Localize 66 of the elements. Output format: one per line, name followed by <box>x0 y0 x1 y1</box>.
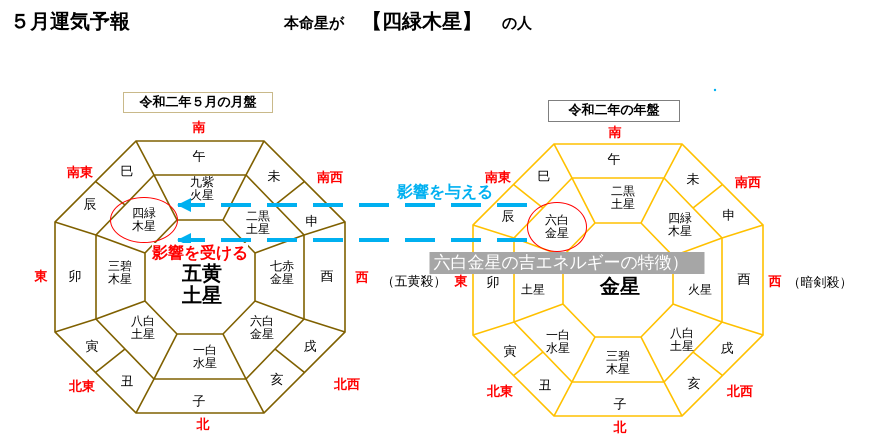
star-label: 三碧木星 <box>107 260 133 286</box>
subtitle-text: の人 <box>502 12 532 34</box>
star-label: 九紫火星 <box>189 176 215 202</box>
zodiac-label: 辰 <box>502 210 514 224</box>
star-label: 六白金星 <box>249 315 275 341</box>
zodiac-label: 亥 <box>270 374 284 386</box>
zodiac-label: 巳 <box>120 166 134 178</box>
direction-label: 北東 <box>69 380 95 394</box>
star-label: 八白土星 <box>130 315 156 341</box>
caption-banner: 六白金星の吉エネルギーの特徴） <box>430 252 704 274</box>
subtitle-text: 【四緑木星】 <box>362 8 482 35</box>
note-text: （五黄殺） <box>382 273 446 292</box>
edge-label: 影響を受ける <box>152 243 248 263</box>
direction-label: 北東 <box>487 386 513 398</box>
star-label: 二黒土星 <box>245 210 271 236</box>
dashed-arrow <box>177 198 527 212</box>
center-star-label: 金星 <box>599 275 641 297</box>
direction-label: 北 <box>614 422 626 434</box>
star-label: 七赤金星 <box>269 260 295 286</box>
direction-label: 北西 <box>727 386 753 398</box>
zodiac-label: 寅 <box>504 346 516 358</box>
subtitle-text: 本命星が <box>284 12 344 34</box>
note-text: （暗剣殺） <box>788 274 852 292</box>
star-label: 火星 <box>687 284 713 296</box>
zodiac-label: 丑 <box>538 380 552 392</box>
center-star-label: 五黄土星 <box>181 262 222 306</box>
star-label: 二黒土星 <box>610 185 636 211</box>
direction-label: 北 <box>196 418 210 432</box>
zodiac-label: 亥 <box>688 378 700 390</box>
zodiac-label: 酉 <box>738 274 750 286</box>
direction-label: 東 <box>34 270 48 284</box>
zodiac-label: 卯 <box>486 276 500 290</box>
star-label: 土星 <box>520 284 546 296</box>
zodiac-label: 申 <box>722 210 736 222</box>
zodiac-label: 午 <box>192 150 206 164</box>
chart-heading-box: 令和二年５月の月盤 <box>123 92 273 113</box>
chart-heading-box: 令和二年の年盤 <box>548 100 680 122</box>
direction-label: 南東 <box>67 166 93 180</box>
zodiac-label: 未 <box>686 174 700 186</box>
zodiac-label: 戌 <box>720 342 734 356</box>
zodiac-label: 未 <box>268 170 280 184</box>
direction-label: 西 <box>356 272 368 284</box>
zodiac-label: 寅 <box>86 340 98 354</box>
direction-label: 西 <box>768 276 782 288</box>
star-label: 一白水星 <box>545 329 571 355</box>
zodiac-label: 戌 <box>304 340 316 354</box>
zodiac-label: 丑 <box>120 376 134 388</box>
direction-label: 北西 <box>334 378 360 392</box>
direction-label: 東 <box>454 276 468 288</box>
direction-label: 南西 <box>735 176 761 190</box>
star-label: 一白水星 <box>192 344 218 370</box>
edge-label: 影響を与える <box>397 182 493 202</box>
zodiac-label: 卯 <box>68 270 82 284</box>
star-label: 四緑木星 <box>667 212 693 238</box>
star-label: 八白土星 <box>669 327 695 353</box>
zodiac-label: 子 <box>192 396 206 408</box>
zodiac-label: 子 <box>614 398 626 412</box>
zodiac-label: 辰 <box>84 198 96 212</box>
zodiac-label: 酉 <box>320 270 334 284</box>
title: ５月運気予報 <box>10 8 130 35</box>
direction-label: 南西 <box>317 172 343 184</box>
direction-label: 南東 <box>485 172 511 184</box>
star-label: 三碧木星 <box>605 350 631 376</box>
zodiac-label: 申 <box>306 216 318 228</box>
zodiac-label: 巳 <box>538 170 550 184</box>
zodiac-label: 午 <box>608 154 620 166</box>
